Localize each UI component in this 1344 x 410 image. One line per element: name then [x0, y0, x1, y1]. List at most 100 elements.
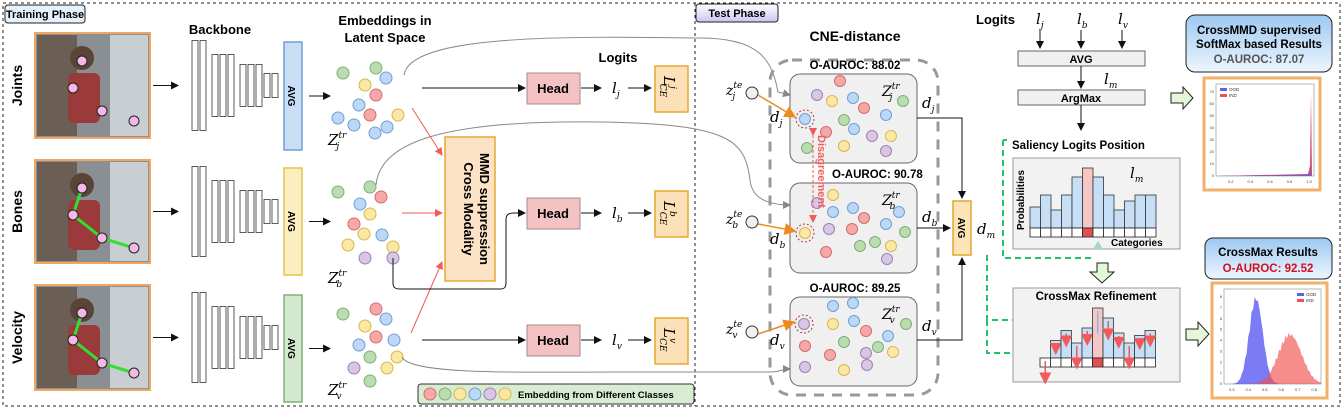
joint-marker — [96, 232, 108, 244]
embedding-dot-green — [438, 387, 452, 401]
ce-loss-label: LvCE — [657, 327, 678, 352]
embedding-cluster-j — [331, 61, 405, 140]
embedding-dot-blue — [331, 111, 345, 125]
category-cell — [1040, 227, 1052, 238]
embedding-dot-blue — [352, 98, 366, 112]
cne-auroc: O-AUROC: 90.78 — [832, 169, 923, 181]
backbone-layer — [239, 190, 247, 233]
embedding-dot-green — [363, 350, 377, 364]
embedding-dot-purple — [823, 223, 835, 235]
backbone-layer — [211, 306, 219, 369]
embedding-dot-green — [801, 142, 813, 154]
skeleton-vector-icon — [71, 312, 135, 375]
embedding-dot-blue — [379, 312, 393, 326]
embedding-dot-green — [899, 226, 911, 238]
embedding-dot-red — [374, 190, 388, 204]
embedding-dot-purple — [811, 89, 823, 101]
embedding-dot-red — [860, 325, 872, 337]
y-tick-label: 10 — [1210, 161, 1215, 166]
x-tick-label: 0.2 — [1228, 179, 1234, 184]
probability-bar — [1029, 206, 1041, 229]
y-tick-label: 0 — [1220, 381, 1223, 386]
legend-entry: OOD — [1229, 87, 1240, 92]
category-cell — [1060, 357, 1072, 368]
category-cell — [1134, 227, 1146, 238]
ce-loss-label: LjCE — [657, 75, 678, 98]
y-tick-label: 3 — [1220, 348, 1223, 353]
embedding-dot-blue — [847, 297, 859, 309]
training-phase-badge: Training Phase — [4, 4, 86, 24]
skeleton-frame-image — [34, 159, 151, 264]
distance-arrow — [757, 223, 797, 235]
head-b: Head — [526, 197, 581, 230]
category-cell — [1029, 227, 1041, 238]
refinement-title: CrossMax Refinement — [1036, 291, 1157, 303]
cross-modality-line1: Cross Modality — [461, 162, 476, 256]
backbone-layer — [239, 316, 247, 359]
x-tick-label: 0.8 — [1287, 179, 1293, 184]
embedding-dot-purple — [861, 359, 873, 371]
y-tick-label: 20 — [1210, 149, 1215, 154]
embedding-dot-green — [369, 61, 383, 75]
category-cell — [1113, 227, 1125, 238]
distance-arrow — [757, 94, 797, 118]
embedding-dot-purple — [866, 130, 878, 142]
backbone-layer — [211, 180, 219, 243]
embedding-dot-green — [900, 318, 912, 330]
category-cell — [1134, 357, 1146, 368]
backbone-layer — [219, 306, 227, 369]
embedding-dot-yellow — [885, 130, 897, 142]
joints-to-test-connector — [403, 36, 791, 98]
probability-bar — [1071, 176, 1083, 229]
row-label: Bones — [9, 190, 25, 233]
category-cell — [1050, 357, 1062, 368]
embedding-dot-red — [820, 126, 832, 138]
y-tick-label: 5 — [1220, 327, 1223, 332]
embedding-dot-yellow — [357, 227, 371, 241]
embedding-dot-red — [423, 387, 437, 401]
embedding-dot-yellow — [363, 207, 377, 221]
x-tick-label: 0.4 — [1245, 387, 1251, 392]
embedding-cluster-b — [331, 180, 400, 265]
legend-swatch — [1220, 94, 1227, 97]
embedding-dot-green — [363, 180, 377, 194]
head-label: Head — [537, 81, 569, 96]
pipeline-logits-title: Logits — [976, 12, 1015, 27]
ood-distribution — [1224, 297, 1321, 384]
embedding-dot-green — [854, 240, 866, 252]
joint-marker — [76, 55, 88, 67]
saliency-ylabel: Probabilities — [1016, 170, 1027, 230]
probability-bar — [1113, 209, 1125, 229]
backbone-layer — [227, 306, 235, 369]
embedding-dot-yellow — [391, 108, 405, 122]
legend-label: Embedding from Different Classes — [518, 390, 674, 401]
category-cell — [1124, 227, 1136, 238]
embedding-dot-green — [336, 66, 350, 80]
distance-label: dj — [770, 108, 783, 129]
embedding-dot-purple — [358, 251, 372, 265]
legend-entry: OOD — [1306, 292, 1317, 297]
probability-bar — [1092, 176, 1104, 229]
logit-label: lv — [612, 331, 622, 352]
embedding-dot-red — [369, 302, 383, 316]
backbone-layer — [227, 54, 235, 117]
dj-to-avg-arrow — [917, 117, 966, 199]
y-tick-label: 6 — [1220, 316, 1223, 321]
embedding-dot-blue — [848, 315, 860, 327]
backbone-layer — [191, 166, 199, 257]
backbone-layer — [255, 316, 263, 359]
avg-label: AVG — [285, 86, 296, 107]
embedding-dot-blue — [375, 228, 389, 242]
embedding-legend: Embedding from Different Classes — [417, 383, 695, 405]
embedding-dot-green — [869, 236, 881, 248]
skeleton-frame-image — [34, 32, 151, 139]
category-cell — [1050, 227, 1062, 238]
lm-label-chart: lm — [1130, 164, 1143, 185]
embedding-dot-purple — [860, 347, 872, 359]
probability-bar — [1061, 194, 1073, 229]
y-tick-label: 70 — [1210, 89, 1215, 94]
backbone-layer — [271, 73, 279, 98]
